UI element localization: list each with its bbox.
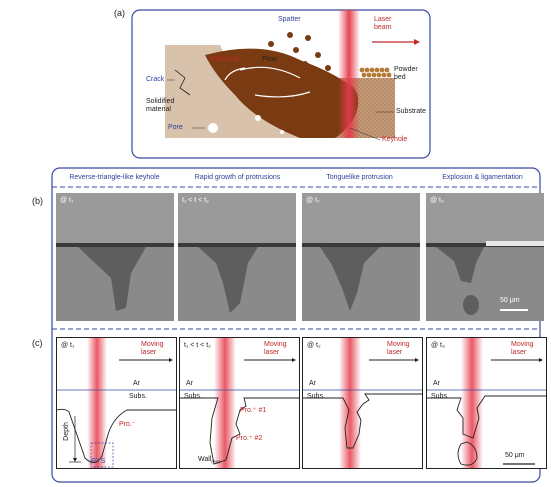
ar-label-3: Ar	[309, 380, 316, 387]
pore-1	[208, 123, 218, 133]
xray-scale-bar-label: 50 μm	[500, 297, 520, 304]
melt-pool-label: Melt pool	[210, 56, 239, 63]
keyhole-label: Keyhole	[382, 136, 408, 143]
xray-time-2: t₁ < t < t₂	[182, 197, 209, 204]
column-title-1: Reverse-triangle-like keyhole	[69, 174, 160, 181]
pro-minus-label: Pro.⁻	[119, 421, 136, 428]
laser-beam-label: Laser beam	[374, 16, 392, 31]
moving-laser-label-3: Moving laser	[387, 341, 410, 356]
xray-time-4: @ t₃	[430, 197, 444, 204]
powder-bed	[359, 67, 392, 78]
sketch-scale-bar-label: 50 μm	[505, 452, 525, 459]
column-title-4: Explosion & ligamentation	[442, 174, 523, 181]
flow-line-1	[239, 66, 301, 79]
flow-line-3	[224, 67, 246, 81]
ar-label-1: Ar	[133, 380, 140, 387]
powder-bed-label: Powder bed	[394, 66, 418, 81]
ar-label-4: Ar	[433, 380, 440, 387]
subs-label-1: Subs.	[129, 393, 147, 400]
moving-laser-label-4: Moving laser	[511, 341, 534, 356]
substrate-label: Substrate	[396, 108, 426, 115]
flow-label: Flow	[262, 56, 277, 63]
column-title-3: Tonguelike protrusion	[326, 174, 393, 181]
xray-image-2: t₁ < t < t₂	[178, 193, 296, 321]
schematic-4: @ t₃ Moving laser Ar Subs. 50 μm	[426, 337, 547, 469]
panel-a-tag: (a)	[114, 8, 125, 18]
moving-laser-label-1: Moving laser	[141, 341, 164, 356]
column-title-2: Rapid growth of protrusions	[194, 174, 281, 181]
sketch-time-1: @ t₁	[61, 342, 75, 349]
schematic-2: t₁ < t < t₂ Moving laser Ar Subs. Pro.⁺ …	[179, 337, 300, 469]
spatter-particles	[268, 32, 331, 71]
pro-plus-2-label: Pro.⁺ #2	[236, 435, 263, 442]
laser-beam-a	[338, 10, 360, 138]
crack-line	[174, 69, 191, 96]
ar-label-2: Ar	[186, 380, 193, 387]
melt-pool-shape	[205, 48, 355, 138]
subs-label-3: Subs.	[307, 393, 325, 400]
crack-label: Crack	[146, 76, 165, 83]
sketch-time-3: @ t₂	[307, 342, 321, 349]
schematic-3: @ t₂ Moving laser Ar Subs.	[302, 337, 423, 469]
subs-label-2: Subs.	[184, 393, 202, 400]
spatter-label: Spatter	[278, 16, 301, 23]
subs-label-4: Subs.	[431, 393, 449, 400]
pore-label: Pore	[168, 124, 183, 131]
schematic-1: @ t₁ Moving laser Ar Subs. Pro.⁻ Depth R…	[56, 337, 177, 469]
panel-a-diagram	[131, 9, 431, 159]
panel-a-frame	[131, 9, 431, 159]
xray-time-1: @ t₁	[60, 197, 74, 204]
solidified-material-label: Solidified material	[146, 98, 175, 113]
wall-label: Wallrear	[198, 456, 221, 466]
flow-line-2	[254, 91, 311, 98]
panel-b-tag: (b)	[32, 196, 43, 206]
depth-label: Depth	[62, 422, 70, 441]
sketch-time-2: t₁ < t < t₂	[184, 342, 211, 349]
xray-image-3: @ t₂	[302, 193, 420, 321]
xray-image-1: @ t₁	[56, 193, 174, 321]
panel-c-tag: (c)	[32, 338, 43, 348]
pro-plus-1-label: Pro.⁺ #1	[240, 407, 267, 414]
pore-2	[255, 115, 261, 121]
pore-3	[280, 130, 284, 134]
rys-label: RYS	[91, 458, 106, 465]
xray-image-4: @ t₃ 50 μm	[426, 193, 544, 321]
xray-time-3: @ t₂	[306, 197, 320, 204]
moving-laser-label-2: Moving laser	[264, 341, 287, 356]
sketch-time-4: @ t₃	[431, 342, 445, 349]
